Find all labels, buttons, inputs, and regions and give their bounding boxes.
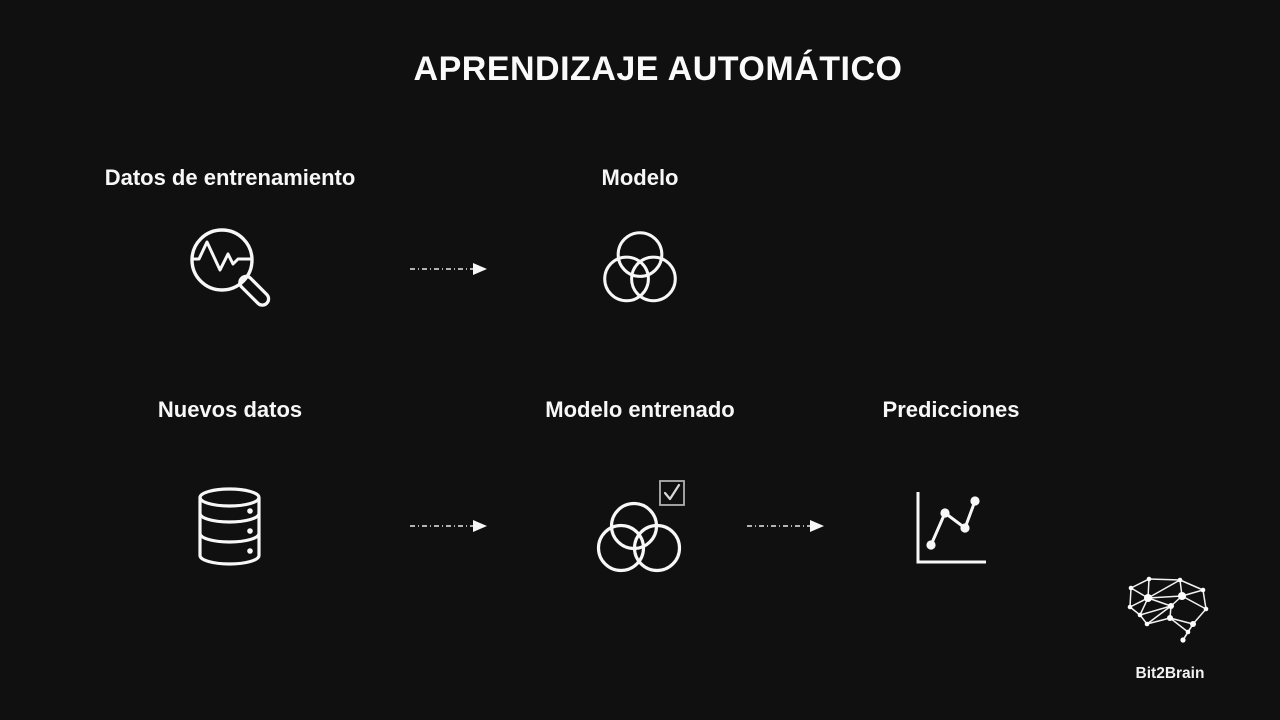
brain-network-icon	[1126, 574, 1212, 644]
label-new-data: Nuevos datos	[157, 397, 303, 422]
magnifier-pulse-icon	[178, 220, 278, 320]
slide-title: APRENDIZAJE AUTOMÁTICO	[413, 50, 903, 88]
dashed-arrow-icon	[746, 519, 826, 533]
label-model: Modelo	[601, 165, 679, 190]
line-chart-icon	[900, 478, 1000, 578]
label-training-data: Datos de entrenamiento	[104, 165, 356, 190]
dashed-arrow-icon	[409, 262, 489, 276]
database-icon	[180, 478, 280, 578]
dashed-arrow-icon	[409, 519, 489, 533]
venn-circles-icon	[598, 226, 682, 310]
brand-name: Bit2Brain	[1135, 665, 1205, 682]
label-predictions: Predicciones	[882, 397, 1020, 422]
checkbox-icon	[659, 480, 685, 506]
label-trained-model: Modelo entrenado	[545, 397, 735, 422]
venn-circles-check-icon	[586, 468, 696, 578]
